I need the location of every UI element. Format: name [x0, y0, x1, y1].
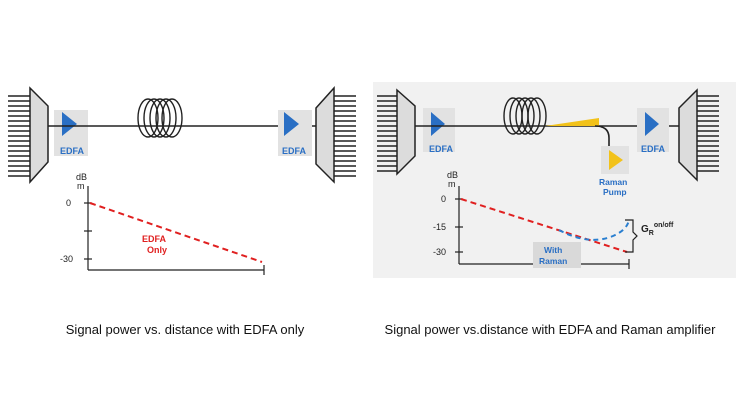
amplifier-triangle-icon: [431, 112, 445, 136]
y-axis-unit-m: m: [448, 179, 456, 189]
tick-minus30-label: -30: [433, 247, 446, 257]
amplifier-triangle-icon: [284, 112, 299, 136]
right-caption: Signal power vs.distance with EDFA and R…: [384, 322, 716, 337]
input-fiber-comb-icon: [8, 95, 32, 177]
raman-gain-curve: [558, 219, 630, 241]
tick-0-label: 0: [66, 198, 71, 208]
output-fiber-comb-icon: [334, 95, 356, 177]
edfa-output-amplifier: EDFA: [637, 108, 669, 154]
edfa-only-diagram: EDFA EDFA dB: [0, 82, 364, 278]
edfa-output-label: EDFA: [641, 144, 666, 154]
edfa-only-svg: EDFA EDFA dB: [8, 86, 356, 275]
edfa-output-amplifier: EDFA: [278, 110, 312, 156]
curve-label-raman: Raman: [539, 256, 567, 266]
curve-label-edfa: EDFA: [142, 234, 167, 244]
edfa-loss-line: [460, 198, 628, 253]
gain-subscript: R: [649, 230, 654, 237]
edfa-input-amplifier: EDFA: [423, 108, 455, 154]
edfa-raman-diagram: EDFA Raman Pump EDFA: [373, 82, 736, 278]
raman-pump-wedge: [545, 118, 599, 126]
y-axis-unit-db: dB: [447, 170, 458, 180]
edfa-output-label: EDFA: [282, 146, 307, 156]
demux-icon: [678, 88, 698, 182]
edfa-only-loss-line: [89, 202, 263, 263]
y-axis-unit-m: m: [77, 181, 85, 191]
power-vs-distance-plot: dB m 0 -30 EDFA Only: [60, 172, 265, 275]
pump-coupler-line: [594, 125, 610, 146]
output-fiber-comb-icon: [697, 95, 719, 172]
power-vs-distance-plot: dB m 0 -15 -30 With Raman GRon/off: [433, 170, 674, 269]
tick-minus15-label: -15: [433, 222, 446, 232]
gain-symbol: G: [641, 224, 649, 235]
raman-pump-label-line1: Raman: [599, 177, 627, 187]
tick-minus30-label: -30: [60, 254, 73, 264]
curve-label-only: Only: [147, 245, 167, 255]
raman-pump-icon: [609, 150, 623, 170]
mux-icon: [29, 86, 49, 184]
tick-0-label: 0: [441, 194, 446, 204]
raman-pump-label-line2: Pump: [603, 187, 627, 197]
y-axis-unit-db: dB: [76, 172, 87, 182]
gain-bracket: [625, 219, 638, 253]
gain-label: GRon/off: [641, 222, 674, 237]
input-fiber-comb-icon: [377, 95, 399, 172]
edfa-input-label: EDFA: [429, 144, 454, 154]
with-raman-box: [533, 242, 581, 268]
demux-icon: [315, 86, 335, 184]
amplifier-triangle-icon: [645, 112, 659, 136]
edfa-raman-svg: EDFA Raman Pump EDFA: [377, 88, 719, 269]
curve-label-with: With: [544, 245, 562, 255]
gain-superscript: on/off: [654, 222, 674, 229]
fiber-spool-icon: [137, 98, 183, 138]
left-caption: Signal power vs. distance with EDFA only: [65, 322, 305, 337]
edfa-input-label: EDFA: [60, 146, 85, 156]
amplifier-triangle-icon: [62, 112, 77, 136]
edfa-input-amplifier: EDFA: [54, 110, 88, 156]
raman-pump: Raman Pump: [599, 146, 629, 197]
fiber-spool-icon: [503, 97, 547, 135]
mux-icon: [396, 88, 416, 176]
